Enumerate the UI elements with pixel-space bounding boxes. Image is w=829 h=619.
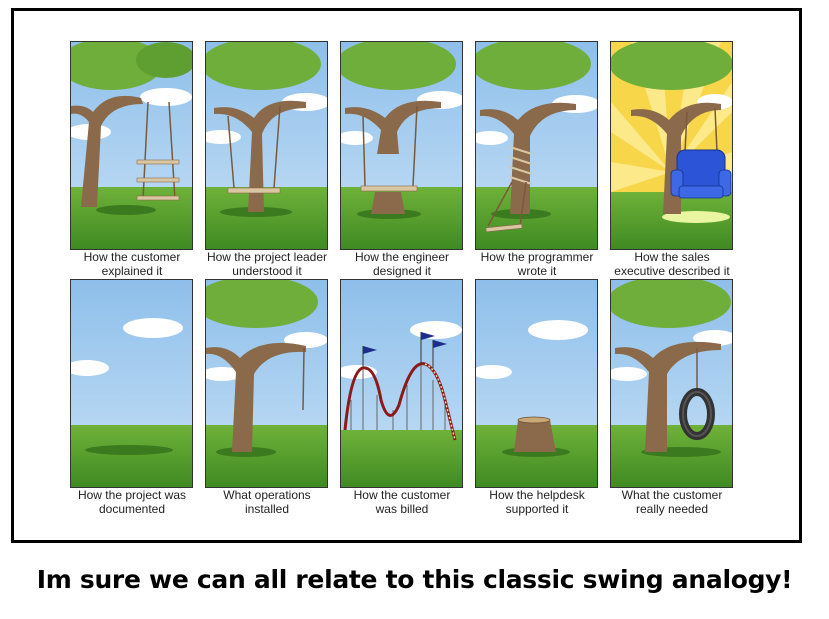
panel-caption-1: How the customer explained it xyxy=(83,250,181,278)
panel-customer-billed xyxy=(340,279,463,488)
panel-customer-needed xyxy=(610,279,733,488)
panel-customer-explained xyxy=(70,41,193,250)
panel-caption-3: How the engineer designed it xyxy=(354,250,450,278)
panel-caption-5: How the sales executive described it xyxy=(614,250,730,278)
armchair-swing-sunburst-illustration xyxy=(611,42,732,249)
panel-caption-7: What operations installed xyxy=(223,488,311,516)
tree-stump-illustration xyxy=(476,280,597,487)
comic-frame: How the customer explained it How the pr… xyxy=(11,8,802,543)
panel-project-documented xyxy=(70,279,193,488)
panel-programmer-wrote xyxy=(475,41,598,250)
panel-caption-10: What the customer really needed xyxy=(621,488,723,516)
swing-with-cut-trunk-illustration xyxy=(341,42,462,249)
panel-caption-2: How the project leader understood it xyxy=(206,250,328,278)
rope-swing-three-boards-illustration xyxy=(71,42,192,249)
panel-leader-understood xyxy=(205,41,328,250)
image-caption: Im sure we can all relate to this classi… xyxy=(36,565,793,594)
panel-caption-6: How the project was documented xyxy=(77,488,187,516)
panel-caption-8: How the customer was billed xyxy=(353,488,451,516)
panel-engineer-designed xyxy=(340,41,463,250)
swing-tangled-on-trunk-illustration xyxy=(476,42,597,249)
roller-coaster-illustration xyxy=(341,280,462,487)
single-rope-on-tree-illustration xyxy=(206,280,327,487)
panel-operations-installed xyxy=(205,279,328,488)
swing-under-tree-illustration xyxy=(206,42,327,249)
empty-grass-field-illustration xyxy=(71,280,192,487)
panel-caption-9: How the helpdesk supported it xyxy=(489,488,585,516)
tire-swing-illustration xyxy=(611,280,732,487)
panel-sales-described xyxy=(610,41,733,250)
panel-helpdesk-supported xyxy=(475,279,598,488)
panel-caption-4: How the programmer wrote it xyxy=(480,250,594,278)
